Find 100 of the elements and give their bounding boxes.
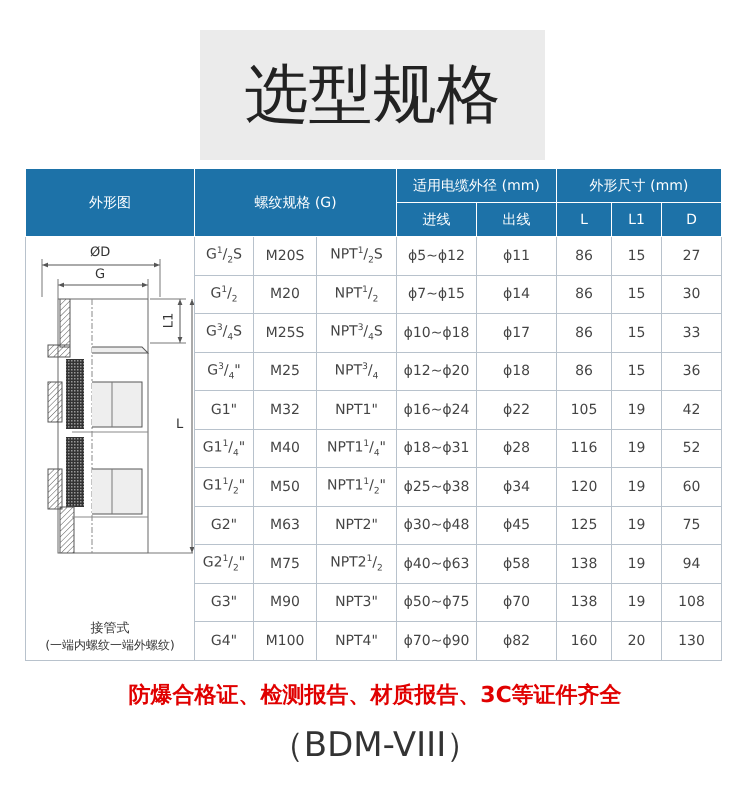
spec-value: NPT2$^{1}$/$_{2}$ — [316, 544, 396, 583]
spec-value: ϕ18~ϕ31 — [396, 429, 476, 468]
title: 选型规格 — [200, 30, 545, 160]
spec-value: ϕ10~ϕ18 — [396, 314, 476, 352]
spec-value: NPT2" — [316, 506, 396, 544]
spec-value: 42 — [662, 390, 722, 429]
spec-value: M90 — [254, 583, 316, 622]
spec-value: 27 — [662, 236, 722, 275]
model-caption: （BDM-VIII） — [268, 724, 482, 767]
spec-value: G2" — [194, 506, 254, 544]
spec-value: 30 — [662, 275, 722, 314]
spec-value: NPT1$^{1}$/$_{2}$" — [316, 468, 396, 506]
spec-value: ϕ11 — [476, 236, 556, 275]
spec-value: ϕ82 — [476, 622, 556, 660]
spec-value: G$^{1}$/$_{2}$S — [194, 236, 254, 275]
spec-value: ϕ12~ϕ20 — [396, 352, 476, 390]
spec-value: 19 — [612, 468, 662, 506]
spec-value: G4" — [194, 622, 254, 660]
spec-value: 116 — [556, 429, 612, 468]
spec-value: G$^{1}$/$_{2}$ — [194, 275, 254, 314]
note-text: 防爆合格证、检测报告、材质报告、3C等证件齐全 — [127, 682, 623, 710]
spec-value: 138 — [556, 544, 612, 583]
spec-value: ϕ50~ϕ75 — [396, 583, 476, 622]
spec-value: 19 — [612, 583, 662, 622]
spec-value: ϕ25~ϕ38 — [396, 468, 476, 506]
spec-value: M50 — [254, 468, 316, 506]
spec-value: NPT$^{1}$/$_{2}$S — [316, 236, 396, 275]
spec-value: ϕ30~ϕ48 — [396, 506, 476, 544]
column-header: 螺纹规格 (G) — [194, 168, 396, 236]
spec-value: M20 — [254, 275, 316, 314]
spec-value: NPT1$^{1}$/$_{4}$" — [316, 429, 396, 468]
spec-value: ϕ58 — [476, 544, 556, 583]
drawing-caption: (一端内螺纹一端外螺纹) — [44, 637, 176, 654]
spec-value: 94 — [662, 544, 722, 583]
spec-value: ϕ70~ϕ90 — [396, 622, 476, 660]
spec-value: 15 — [612, 275, 662, 314]
spec-value: 36 — [662, 352, 722, 390]
spec-value: 86 — [556, 314, 612, 352]
spec-value: G$^{3}$/$_{4}$S — [194, 314, 254, 352]
spec-value: 20 — [612, 622, 662, 660]
column-header: 进线 — [396, 202, 476, 236]
spec-value: ϕ40~ϕ63 — [396, 544, 476, 583]
spec-value: M40 — [254, 429, 316, 468]
spec-value: ϕ22 — [476, 390, 556, 429]
spec-value: M25 — [254, 352, 316, 390]
spec-value: M25S — [254, 314, 316, 352]
spec-value: NPT4" — [316, 622, 396, 660]
spec-value: G$^{3}$/$_{4}$" — [194, 352, 254, 390]
spec-value: M32 — [254, 390, 316, 429]
spec-value: 105 — [556, 390, 612, 429]
spec-value: 15 — [612, 236, 662, 275]
spec-value: G1$^{1}$/$_{4}$" — [194, 429, 254, 468]
spec-value: M63 — [254, 506, 316, 544]
spec-value: ϕ34 — [476, 468, 556, 506]
dimension-label: L1 — [161, 312, 176, 328]
spec-value: ϕ16~ϕ24 — [396, 390, 476, 429]
spec-value: 19 — [612, 544, 662, 583]
spec-value: ϕ18 — [476, 352, 556, 390]
spec-value: 15 — [612, 314, 662, 352]
column-header: L — [556, 202, 612, 236]
column-header: D — [662, 202, 722, 236]
spec-value: 19 — [612, 429, 662, 468]
spec-value: 60 — [662, 468, 722, 506]
spec-value: G1$^{1}$/$_{2}$" — [194, 468, 254, 506]
spec-value: NPT$^{3}$/$_{4}$S — [316, 314, 396, 352]
column-header: L1 — [612, 202, 662, 236]
drawing-caption: 接管式 — [90, 620, 130, 637]
spec-value: G1" — [194, 390, 254, 429]
spec-value: ϕ45 — [476, 506, 556, 544]
spec-value: 86 — [556, 352, 612, 390]
spec-value: 160 — [556, 622, 612, 660]
spec-value: 19 — [612, 506, 662, 544]
spec-value: 138 — [556, 583, 612, 622]
spec-value: NPT$^{3}$/$_{4}$ — [316, 352, 396, 390]
spec-value: NPT$^{1}$/$_{2}$ — [316, 275, 396, 314]
column-header: 外形尺寸 (mm) — [556, 168, 722, 202]
spec-value: 19 — [612, 390, 662, 429]
spec-value: 15 — [612, 352, 662, 390]
spec-value: G3" — [194, 583, 254, 622]
spec-value: ϕ14 — [476, 275, 556, 314]
spec-value: 86 — [556, 275, 612, 314]
spec-value: 86 — [556, 236, 612, 275]
spec-value: M100 — [254, 622, 316, 660]
spec-value: ϕ17 — [476, 314, 556, 352]
column-header: 适用电缆外径 (mm) — [396, 168, 556, 202]
spec-value: NPT3" — [316, 583, 396, 622]
spec-value: ϕ70 — [476, 583, 556, 622]
column-header: 外形图 — [26, 168, 194, 236]
spec-value: ϕ28 — [476, 429, 556, 468]
column-header: 出线 — [476, 202, 556, 236]
dimension-label: L — [176, 417, 184, 432]
spec-value: 75 — [662, 506, 722, 544]
dimension-label: ØD — [90, 245, 110, 260]
spec-value: 108 — [662, 583, 722, 622]
spec-value: ϕ7~ϕ15 — [396, 275, 476, 314]
spec-value: M75 — [254, 544, 316, 583]
spec-value: 120 — [556, 468, 612, 506]
spec-value: ϕ5~ϕ12 — [396, 236, 476, 275]
spec-value: G2$^{1}$/$_{2}$" — [194, 544, 254, 583]
spec-value: 52 — [662, 429, 722, 468]
